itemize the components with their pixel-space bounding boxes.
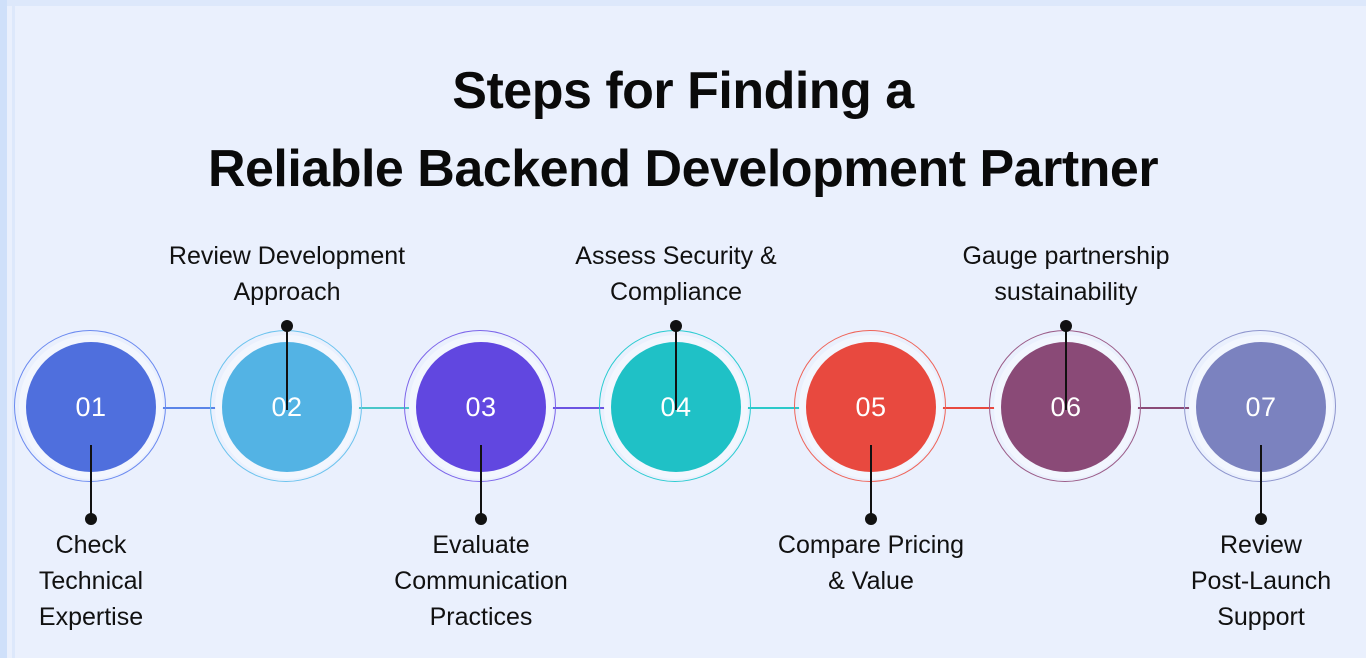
step-label-line: Approach bbox=[233, 278, 341, 306]
step-number-text: 03 bbox=[465, 391, 497, 422]
step-label-line: Compare Pricing bbox=[777, 531, 965, 559]
step-label-06: Gauge partnership sustainability bbox=[916, 238, 1216, 310]
step-label-line: Expertise bbox=[38, 603, 144, 631]
step-pin-up-04 bbox=[670, 320, 682, 410]
step-label-line: Evaluate bbox=[432, 531, 530, 559]
step-number-text: 05 bbox=[855, 391, 887, 422]
step-label-line: Support bbox=[1217, 603, 1305, 631]
step-pin-down-07 bbox=[1255, 445, 1267, 525]
connector-02-to-03 bbox=[351, 407, 417, 409]
step-label-04: Assess Security & Compliance bbox=[526, 238, 826, 310]
connector-03-to-04 bbox=[545, 407, 612, 409]
step-label-line: Technical bbox=[38, 567, 144, 595]
step-pin-down-03 bbox=[475, 445, 487, 525]
step-label-line: Review bbox=[1220, 531, 1302, 559]
step-number-text: 01 bbox=[75, 391, 107, 422]
connector-04-to-05 bbox=[740, 407, 807, 409]
step-pin-down-05 bbox=[865, 445, 877, 525]
connector-01-to-02 bbox=[155, 407, 223, 409]
step-pin-up-06 bbox=[1060, 320, 1072, 410]
step-label-line: sustainability bbox=[994, 278, 1138, 306]
step-label-line: Communication bbox=[394, 567, 568, 595]
step-pin-up-02 bbox=[281, 320, 293, 410]
step-node-07[interactable]: 07 bbox=[1184, 330, 1338, 484]
step-number-text: 07 bbox=[1245, 391, 1277, 422]
step-node-02[interactable]: 02 bbox=[210, 330, 364, 484]
connector-05-to-06 bbox=[935, 407, 1002, 409]
page-title-line-1: Steps for Finding a bbox=[452, 62, 914, 120]
page-title: Steps for Finding a Reliable Backend Dev… bbox=[0, 52, 1366, 208]
step-label-line: Practices bbox=[429, 603, 533, 631]
page-title-line-2: Reliable Backend Development Partner bbox=[207, 140, 1159, 198]
step-label-line: Assess Security & bbox=[575, 242, 777, 270]
step-label-line: & Value bbox=[828, 567, 914, 595]
canvas-left-edge-band bbox=[0, 0, 7, 658]
step-label-line: Post-Launch bbox=[1190, 567, 1332, 595]
step-label-line: Compliance bbox=[609, 278, 742, 306]
connector-06-to-07 bbox=[1130, 407, 1197, 409]
step-node-01[interactable]: 01 bbox=[14, 330, 168, 484]
step-label-05: Compare Pricing & Value bbox=[721, 527, 1021, 599]
step-pin-down-01 bbox=[85, 445, 97, 525]
step-node-05[interactable]: 05 bbox=[794, 330, 948, 484]
step-label-line: Check bbox=[55, 531, 127, 559]
step-label-line: Review Development bbox=[168, 242, 406, 270]
canvas-top-edge-band bbox=[0, 0, 1366, 6]
step-label-line: Gauge partnership bbox=[962, 242, 1170, 270]
canvas-left-edge-band-secondary bbox=[12, 0, 15, 658]
